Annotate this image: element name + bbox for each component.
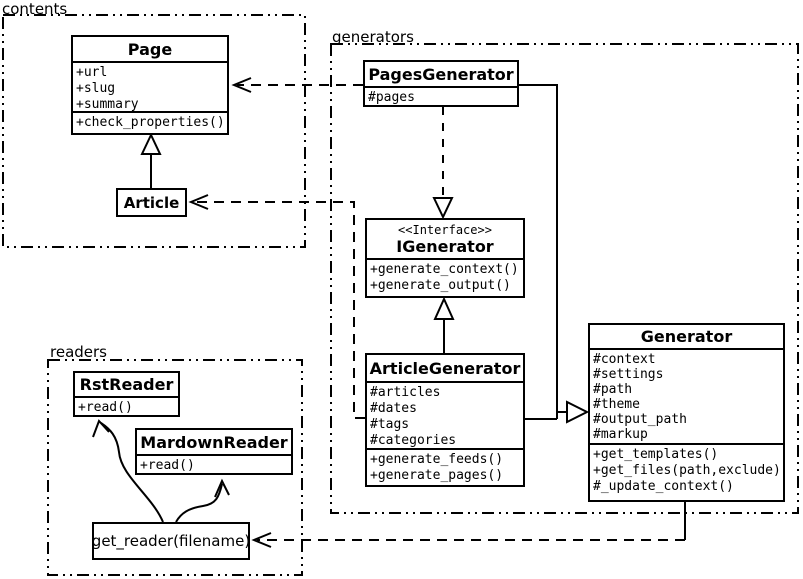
class-page-methods: +check_properties() xyxy=(73,113,227,133)
realization-pagesgenerator-igenerator-triangle xyxy=(432,197,454,220)
call-getreader-markdownreader-arrowhead xyxy=(214,478,230,498)
attribute: #pages xyxy=(368,90,415,105)
class-pagesgenerator-name: PagesGenerator xyxy=(365,62,517,88)
class-pagesgenerator: PagesGenerator #pages xyxy=(363,60,519,107)
package-label-contents: contents xyxy=(2,0,68,18)
attribute: +summary xyxy=(76,97,139,112)
attribute: #articles xyxy=(370,385,441,400)
method: +read() xyxy=(78,400,133,415)
method: +generate_pages() xyxy=(370,468,504,483)
attribute: #path xyxy=(593,382,633,397)
package-label-readers: readers xyxy=(50,343,107,361)
class-generator: Generator #context #settings #path #them… xyxy=(588,323,785,502)
get-reader-box: get_reader(filename) xyxy=(92,522,250,560)
class-markdownreader: MardownReader +read() xyxy=(135,428,293,475)
class-article-name: Article xyxy=(123,193,180,212)
attribute: #theme xyxy=(593,397,640,412)
method: +read() xyxy=(140,458,195,473)
generalization-generator-triangle xyxy=(566,400,590,424)
class-page: Page +url +slug +summary +check_properti… xyxy=(71,35,229,135)
dependency-pagesgenerator-page-arrowhead xyxy=(231,77,252,93)
class-rstreader: RstReader +read() xyxy=(73,371,180,417)
class-igenerator-methods: +generate_context() +generate_output() xyxy=(367,260,523,296)
attribute: #output_path xyxy=(593,412,687,427)
attribute: #settings xyxy=(593,367,664,382)
attribute: +url xyxy=(76,65,108,80)
package-readers-border xyxy=(47,359,303,576)
method: +get_files(path,exclude) xyxy=(593,463,781,478)
class-pagesgenerator-attributes: #pages xyxy=(365,88,517,105)
call-getreader-rstreader-curve xyxy=(100,422,164,523)
dependency-generator-getreader-arrowhead xyxy=(251,532,272,548)
class-articlegenerator-attributes: #articles #dates #tags #categories xyxy=(367,383,523,450)
class-markdownreader-methods: +read() xyxy=(137,456,291,473)
attribute: #markup xyxy=(593,427,648,442)
attribute: #categories xyxy=(370,433,457,448)
class-articlegenerator-methods: +generate_feeds() +generate_pages() xyxy=(367,450,523,485)
class-article: Article xyxy=(116,188,187,217)
attribute: +slug xyxy=(76,81,116,96)
attribute: #tags xyxy=(370,417,410,432)
attribute: #context xyxy=(593,352,656,367)
call-getreader-rstreader-arrowhead xyxy=(92,419,110,438)
method: +check_properties() xyxy=(76,115,225,130)
class-generator-methods: +get_templates() +get_files(path,exclude… xyxy=(590,445,783,500)
class-markdownreader-name: MardownReader xyxy=(137,430,291,456)
class-rstreader-methods: +read() xyxy=(75,398,178,415)
package-generators-border xyxy=(330,43,799,514)
generalization-articlegenerator-igenerator-triangle xyxy=(433,296,455,320)
get-reader-label: get_reader(filename) xyxy=(91,532,251,550)
dependency-articlegenerator-article-arrowhead xyxy=(188,194,209,210)
method: +generate_output() xyxy=(370,278,511,293)
method: +generate_feeds() xyxy=(370,452,504,467)
method: #_update_context() xyxy=(593,479,734,494)
method: +get_templates() xyxy=(593,447,719,462)
class-articlegenerator-name: ArticleGenerator xyxy=(367,355,523,383)
class-igenerator-name: IGenerator xyxy=(396,236,494,256)
dependency-articlegenerator-article-line xyxy=(194,201,365,419)
class-articlegenerator: ArticleGenerator #articles #dates #tags … xyxy=(365,353,525,487)
class-generator-name: Generator xyxy=(590,325,783,350)
class-igenerator-stereotype: <<Interface>> xyxy=(398,222,492,237)
call-getreader-markdownreader-curve xyxy=(175,483,223,523)
attribute: #dates xyxy=(370,401,417,416)
class-generator-attributes: #context #settings #path #theme #output_… xyxy=(590,350,783,445)
package-label-generators: generators xyxy=(332,28,414,46)
class-page-name: Page xyxy=(73,37,227,63)
generalization-article-page-triangle xyxy=(140,132,162,155)
package-contents-border xyxy=(2,14,306,248)
method: +generate_context() xyxy=(370,262,519,277)
class-page-attributes: +url +slug +summary xyxy=(73,63,227,113)
class-rstreader-name: RstReader xyxy=(75,373,178,398)
class-igenerator: <<Interface>> IGenerator +generate_conte… xyxy=(365,218,525,298)
generalization-pagesgenerator-generator-line xyxy=(518,84,558,419)
